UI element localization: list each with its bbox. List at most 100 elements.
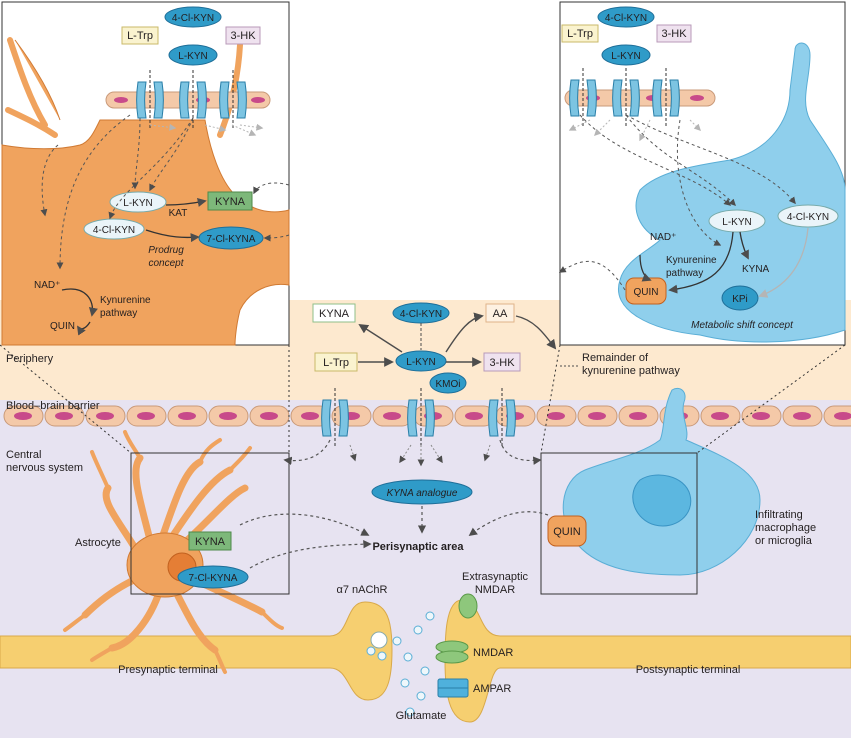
left-nad-label: NAD⁺ xyxy=(34,280,60,291)
kpi-oval xyxy=(721,285,759,311)
astrocyte-label: Astrocyte xyxy=(75,537,121,549)
left-kyna-box xyxy=(207,191,253,211)
right-macrophage-body xyxy=(618,42,846,343)
center-aa-box xyxy=(485,303,515,323)
right-nad-label: NAD⁺ xyxy=(650,232,676,243)
astrocyte-zoom-box xyxy=(130,452,290,595)
right-cl-kyn-label: 4-Cl-KYN xyxy=(605,13,647,24)
center-hk-box xyxy=(483,352,521,372)
transporter xyxy=(179,70,207,130)
endothelial-cell xyxy=(536,405,577,427)
presynaptic-terminal xyxy=(0,601,393,701)
center-ltrp-box xyxy=(314,352,358,372)
zoom-lines xyxy=(0,344,846,454)
nmdar-label: NMDAR xyxy=(473,647,513,659)
astro-cl-kyna-oval xyxy=(177,565,249,589)
macrophage-cell xyxy=(562,387,761,576)
left-cl-kyn-label: 4-Cl-KYN xyxy=(172,13,214,24)
endothelial-cell xyxy=(618,405,659,427)
right-lkyn-oval xyxy=(708,209,766,233)
astro-cl-kyna-label: 7-Cl-KYNA xyxy=(189,573,238,584)
transporter xyxy=(136,70,164,130)
prodrug-concept-1: Prodrug xyxy=(148,245,184,256)
left-kyn-path-1: Kynurenine xyxy=(100,295,151,306)
bbb-cells xyxy=(3,405,851,427)
right-quin-label: QUIN xyxy=(634,287,659,298)
transporter xyxy=(569,68,597,128)
periphery-label: Periphery xyxy=(6,353,54,365)
remainder-label-2: kynurenine pathway xyxy=(582,365,680,377)
ampar-label: AMPAR xyxy=(473,683,511,695)
center-pathway: KYNA 4-Cl-KYN AA L-Trp L-KYN KMOi 3-HK R… xyxy=(239,302,680,569)
endothelial-cell xyxy=(700,405,741,427)
transporter xyxy=(321,388,349,448)
extrasynaptic-label-2: NMDAR xyxy=(475,584,515,596)
transporter xyxy=(612,68,640,128)
bbb-label: Blood–brain barrier xyxy=(6,400,100,412)
kmoi-oval xyxy=(429,372,467,394)
endothelial-cell xyxy=(44,405,85,427)
center-cl-kyn-label: 4-Cl-KYN xyxy=(400,309,442,320)
right-ltrp-box xyxy=(561,24,599,43)
cns-label-1: Central xyxy=(6,449,41,461)
center-ltrp-label: L-Trp xyxy=(323,357,349,369)
endothelial-cell xyxy=(85,405,126,427)
center-lkyn-label: L-KYN xyxy=(406,357,435,368)
center-aa-label: AA xyxy=(493,308,508,320)
left-ltrp-label: L-Trp xyxy=(127,30,153,42)
endothelial-cell xyxy=(741,405,782,427)
endothelial-cell xyxy=(126,405,167,427)
left-quin-label: QUIN xyxy=(50,321,75,332)
right-lkyn-top-label: L-KYN xyxy=(611,51,640,62)
right-cl-kyn-inner-label: 4-Cl-KYN xyxy=(787,212,829,223)
right-lkyn-label: L-KYN xyxy=(722,217,751,228)
transporter xyxy=(488,388,516,448)
synapse xyxy=(0,593,851,723)
right-kyn-path-1: Kynurenine xyxy=(666,255,717,266)
right-hk-box xyxy=(656,24,692,43)
right-cl-kyn-inner-oval xyxy=(777,204,839,228)
left-lkyn-label: L-KYN xyxy=(123,198,152,209)
transporter xyxy=(407,388,435,448)
endothelial-cell xyxy=(782,405,823,427)
endothelial-cell xyxy=(290,405,331,427)
metabolic-shift-label: Metabolic shift concept xyxy=(691,320,794,331)
transporter xyxy=(219,70,247,130)
endothelial-cell xyxy=(331,405,372,427)
center-hk-label: 3-HK xyxy=(489,357,515,369)
nmdar-receptor-lower xyxy=(435,650,469,664)
kat-label: KAT xyxy=(169,208,188,219)
endothelial-cell xyxy=(249,405,290,427)
presynaptic-label: Presynaptic terminal xyxy=(118,664,218,676)
right-ltrp-label: L-Trp xyxy=(567,28,593,40)
endothelial-cell xyxy=(823,405,851,427)
kpi-label: KPi xyxy=(732,294,748,305)
left-hk-label: 3-HK xyxy=(230,30,256,42)
left-ltrp-box xyxy=(121,26,159,45)
cns-quin-label: QUIN xyxy=(553,526,581,538)
astrocyte-cell xyxy=(63,430,284,674)
right-kyna-label: KYNA xyxy=(742,264,770,275)
macrophage-label-2: macrophage xyxy=(755,522,816,534)
postsynaptic-label: Postsynaptic terminal xyxy=(636,664,741,676)
right-lkyn-top-oval xyxy=(601,44,651,66)
endothelial-cell xyxy=(208,405,249,427)
left-hk-box xyxy=(225,26,261,45)
perisynaptic-label: Perisynaptic area xyxy=(372,541,464,553)
kyna-analogue-oval xyxy=(371,479,473,505)
left-cl-kyn-oval xyxy=(164,6,222,28)
endothelial-cell xyxy=(577,405,618,427)
left-cl-kyn-inner-label: 4-Cl-KYN xyxy=(93,225,135,236)
macrophage-zoom-box xyxy=(540,452,698,595)
prodrug-concept-2: concept xyxy=(148,258,184,269)
bbb-transporters xyxy=(321,388,516,448)
macrophage-label-3: or microglia xyxy=(755,535,813,547)
remainder-label-1: Remainder of xyxy=(582,352,649,364)
astro-kyna-label: KYNA xyxy=(195,536,226,548)
cns-label-2: nervous system xyxy=(6,462,83,474)
center-lkyn-oval xyxy=(395,350,447,372)
kmoi-label: KMOi xyxy=(436,379,461,390)
glutamate-label: Glutamate xyxy=(396,710,447,722)
